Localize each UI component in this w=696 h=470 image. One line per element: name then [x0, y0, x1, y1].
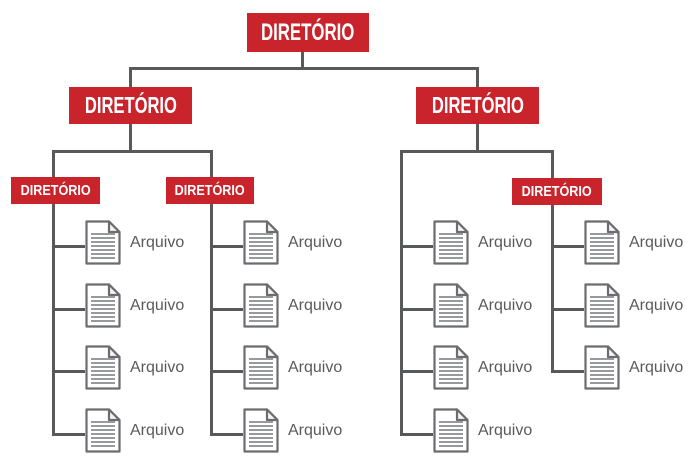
file-item: Arquivo	[400, 282, 560, 329]
connector-line	[210, 150, 213, 177]
document-icon	[85, 283, 121, 328]
connector-line	[551, 308, 584, 311]
connector-line	[210, 308, 243, 311]
connector-line	[210, 370, 243, 373]
document-icon	[584, 283, 620, 328]
file-label: Arquivo	[288, 233, 343, 251]
connector-line	[301, 52, 304, 70]
file-item: Arquivo	[52, 282, 212, 329]
connector-line	[476, 67, 479, 87]
directory-box-right: DIRETÓRIO	[416, 87, 539, 124]
connector-line	[400, 150, 403, 436]
connector-line	[400, 245, 433, 248]
file-item: Arquivo	[551, 219, 696, 266]
file-label: Arquivo	[288, 296, 343, 314]
directory-box-label: DIRETÓRIO	[431, 92, 524, 118]
connector-line	[400, 150, 554, 153]
document-icon	[433, 408, 469, 453]
connector-line	[551, 245, 584, 248]
file-label: Arquivo	[130, 233, 185, 251]
connector-line	[52, 370, 85, 373]
document-icon	[85, 408, 121, 453]
connector-line	[210, 245, 243, 248]
document-icon	[85, 345, 121, 390]
directory-box-left: DIRETÓRIO	[69, 87, 192, 124]
file-item: Arquivo	[551, 344, 696, 391]
document-icon	[584, 220, 620, 265]
file-item: Arquivo	[210, 219, 370, 266]
file-item: Arquivo	[210, 344, 370, 391]
directory-box-left-child-2: DIRETÓRIO	[166, 177, 254, 204]
connector-line	[52, 433, 85, 436]
file-label: Arquivo	[288, 358, 343, 376]
document-icon	[85, 220, 121, 265]
file-item: Arquivo	[52, 344, 212, 391]
file-item: Arquivo	[210, 282, 370, 329]
connector-line	[129, 67, 479, 70]
file-item: Arquivo	[52, 219, 212, 266]
connector-line	[52, 245, 85, 248]
file-item: Arquivo	[551, 282, 696, 329]
connector-line	[52, 150, 55, 177]
connector-line	[400, 433, 433, 436]
document-icon	[243, 408, 279, 453]
connector-line	[551, 150, 554, 178]
file-label: Arquivo	[130, 296, 185, 314]
document-icon	[243, 345, 279, 390]
directory-box-root: DIRETÓRIO	[247, 13, 369, 52]
document-icon	[433, 345, 469, 390]
file-item: Arquivo	[52, 407, 212, 454]
directory-box-label: DIRETÓRIO	[174, 182, 246, 199]
document-icon	[433, 220, 469, 265]
connector-line	[400, 370, 433, 373]
file-label: Arquivo	[130, 358, 185, 376]
file-label: Arquivo	[478, 358, 533, 376]
connector-line	[129, 124, 132, 153]
file-label: Arquivo	[629, 233, 684, 251]
file-label: Arquivo	[478, 233, 533, 251]
file-item: Arquivo	[400, 407, 560, 454]
file-item: Arquivo	[210, 407, 370, 454]
connector-line	[210, 203, 213, 436]
file-label: Arquivo	[478, 296, 533, 314]
file-item: Arquivo	[400, 344, 560, 391]
directory-box-right-child: DIRETÓRIO	[512, 178, 602, 205]
directory-box-label: DIRETÓRIO	[521, 183, 593, 200]
document-icon	[584, 345, 620, 390]
directory-box-left-child-1: DIRETÓRIO	[11, 177, 100, 204]
directory-box-label: DIRETÓRIO	[84, 92, 177, 118]
document-icon	[243, 283, 279, 328]
connector-line	[551, 205, 554, 373]
file-label: Arquivo	[288, 421, 343, 439]
connector-line	[400, 308, 433, 311]
connector-line	[52, 203, 55, 436]
file-item: Arquivo	[400, 219, 560, 266]
connector-line	[476, 124, 479, 153]
file-label: Arquivo	[629, 296, 684, 314]
file-label: Arquivo	[130, 421, 185, 439]
connector-line	[210, 433, 243, 436]
directory-box-label: DIRETÓRIO	[20, 182, 91, 199]
connector-line	[52, 150, 213, 153]
connector-line	[52, 308, 85, 311]
directory-box-label: DIRETÓRIO	[261, 18, 355, 46]
document-icon	[433, 283, 469, 328]
file-label: Arquivo	[629, 358, 684, 376]
connector-line	[551, 370, 584, 373]
connector-line	[129, 67, 132, 87]
document-icon	[243, 220, 279, 265]
file-label: Arquivo	[478, 421, 533, 439]
